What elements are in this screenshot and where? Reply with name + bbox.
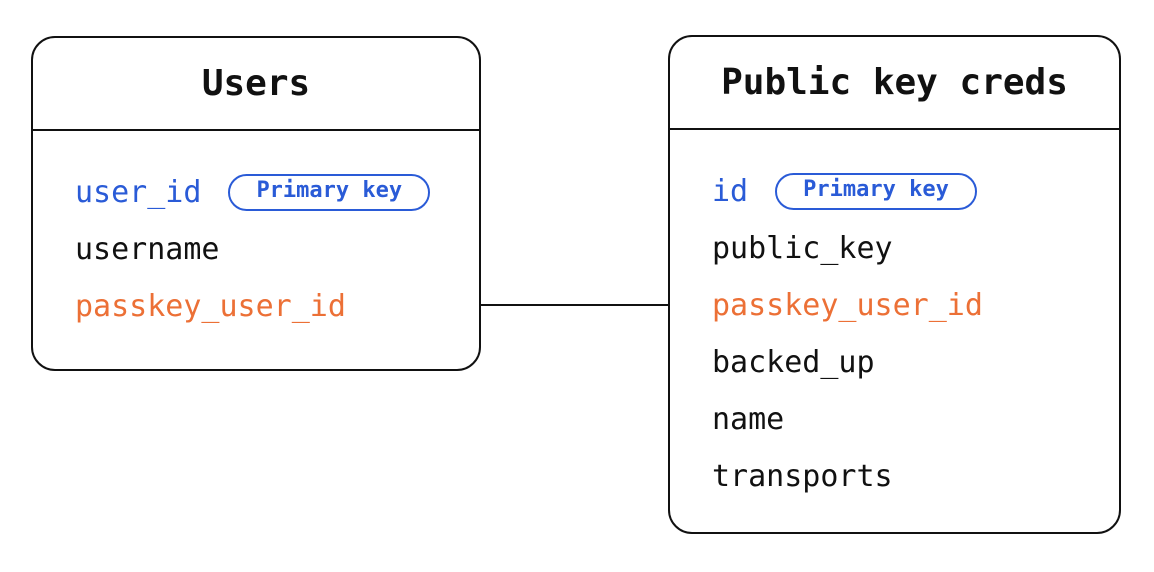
field-name-passkey-user-id: passkey_user_id — [75, 289, 346, 324]
field-row-public-key: public_key — [712, 220, 1099, 277]
table-users-header: Users — [33, 38, 479, 131]
primary-key-badge: Primary key — [775, 173, 977, 210]
field-name-username: username — [75, 232, 220, 267]
table-public-key-creds-header: Public key creds — [670, 37, 1119, 130]
table-public-key-creds: Public key creds id Primary key public_k… — [668, 35, 1121, 534]
field-name-passkey-user-id: passkey_user_id — [712, 288, 983, 323]
field-row-passkey-user-id: passkey_user_id — [712, 277, 1099, 334]
table-users: Users user_id Primary key username passk… — [31, 36, 481, 371]
field-name-id: id — [712, 174, 749, 209]
field-row-name: name — [712, 391, 1099, 448]
field-row-backed-up: backed_up — [712, 334, 1099, 391]
field-name-public-key: public_key — [712, 231, 893, 266]
field-row-id: id Primary key — [712, 163, 1099, 220]
field-row-passkey-user-id: passkey_user_id — [75, 278, 459, 335]
relationship-line — [481, 304, 668, 306]
field-row-username: username — [75, 221, 459, 278]
table-public-key-creds-fields: id Primary key public_key passkey_user_i… — [670, 130, 1119, 505]
field-name-user-id: user_id — [75, 175, 202, 210]
field-name-name: name — [712, 402, 785, 437]
primary-key-badge: Primary key — [228, 174, 431, 211]
field-row-user-id: user_id Primary key — [75, 164, 459, 221]
table-users-title: Users — [201, 63, 311, 104]
table-public-key-creds-title: Public key creds — [721, 62, 1068, 103]
field-name-transports: transports — [712, 459, 893, 494]
field-row-transports: transports — [712, 448, 1099, 505]
table-users-fields: user_id Primary key username passkey_use… — [33, 131, 479, 335]
field-name-backed-up: backed_up — [712, 345, 875, 380]
